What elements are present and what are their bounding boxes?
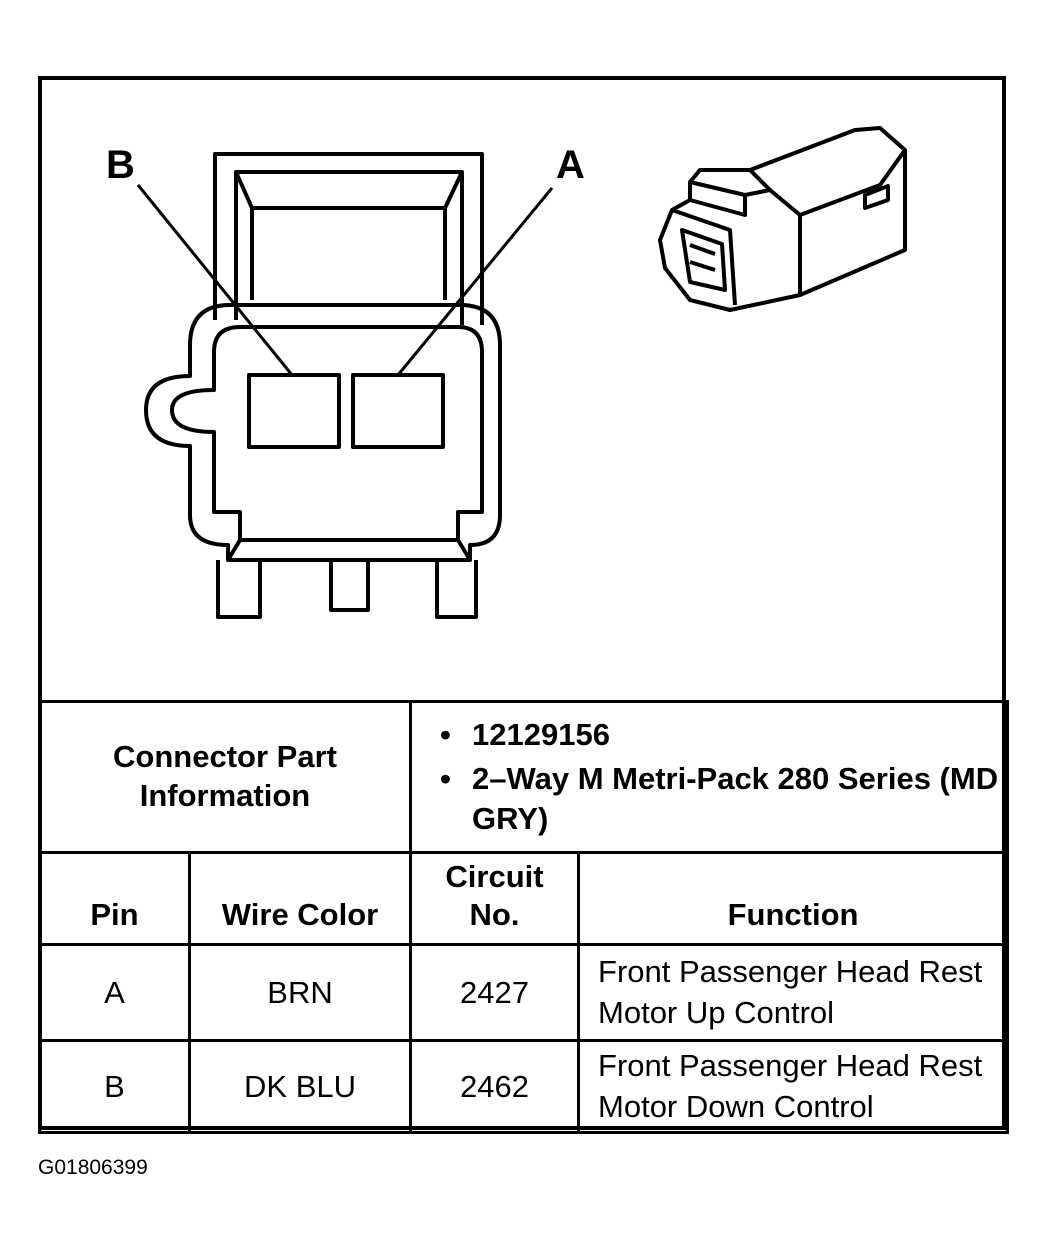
connector-part-info-label: Connector Part Information: [37, 700, 413, 854]
table-row: A BRN 2427 Front Passenger Head Rest Mot…: [38, 943, 1010, 1042]
function-cell: Front Passenger Head Rest Motor Up Contr…: [577, 943, 1010, 1042]
pin-cell: A: [38, 943, 191, 1042]
connector-face-diagram: [136, 126, 907, 619]
connector-latch: [213, 152, 484, 325]
table-row: B DK BLU 2462 Front Passenger Head Rest …: [38, 1039, 1010, 1134]
pin-b-label: B: [106, 143, 135, 187]
connector-isometric-view: [658, 126, 907, 312]
pin-a-leader: [396, 187, 554, 376]
part-info-row: Connector Part Information 12129156 2–Wa…: [37, 700, 1010, 854]
table-header-row: Pin Wire Color Circuit No. Function: [38, 851, 1010, 946]
header-circuit-no: Circuit No.: [409, 851, 581, 946]
wire-color-cell: BRN: [187, 943, 413, 1042]
header-function: Function: [577, 851, 1010, 946]
circuit-cell: 2427: [409, 943, 581, 1042]
function-cell: Front Passenger Head Rest Motor Down Con…: [577, 1039, 1010, 1134]
part-description: 2–Way M Metri-Pack 280 Series (MD GRY): [440, 759, 1006, 840]
pin-a-label: A: [556, 143, 585, 187]
header-wire-color: Wire Color: [187, 851, 413, 946]
connector-tabs: [216, 560, 478, 619]
figure-id: G01806399: [38, 1156, 148, 1179]
connector-body: [144, 303, 502, 562]
wire-color-cell: DK BLU: [187, 1039, 413, 1134]
pin-b-cavity: [247, 373, 341, 449]
part-info-details: 12129156 2–Way M Metri-Pack 280 Series (…: [409, 700, 1010, 854]
pin-b-leader: [136, 184, 294, 376]
circuit-cell: 2462: [409, 1039, 581, 1134]
pin-cell: B: [38, 1039, 191, 1134]
header-pin: Pin: [38, 851, 191, 946]
part-number: 12129156: [440, 715, 1006, 756]
pin-a-cavity: [351, 373, 445, 449]
connector-info-table: Connector Part Information 12129156 2–Wa…: [37, 700, 1010, 1134]
